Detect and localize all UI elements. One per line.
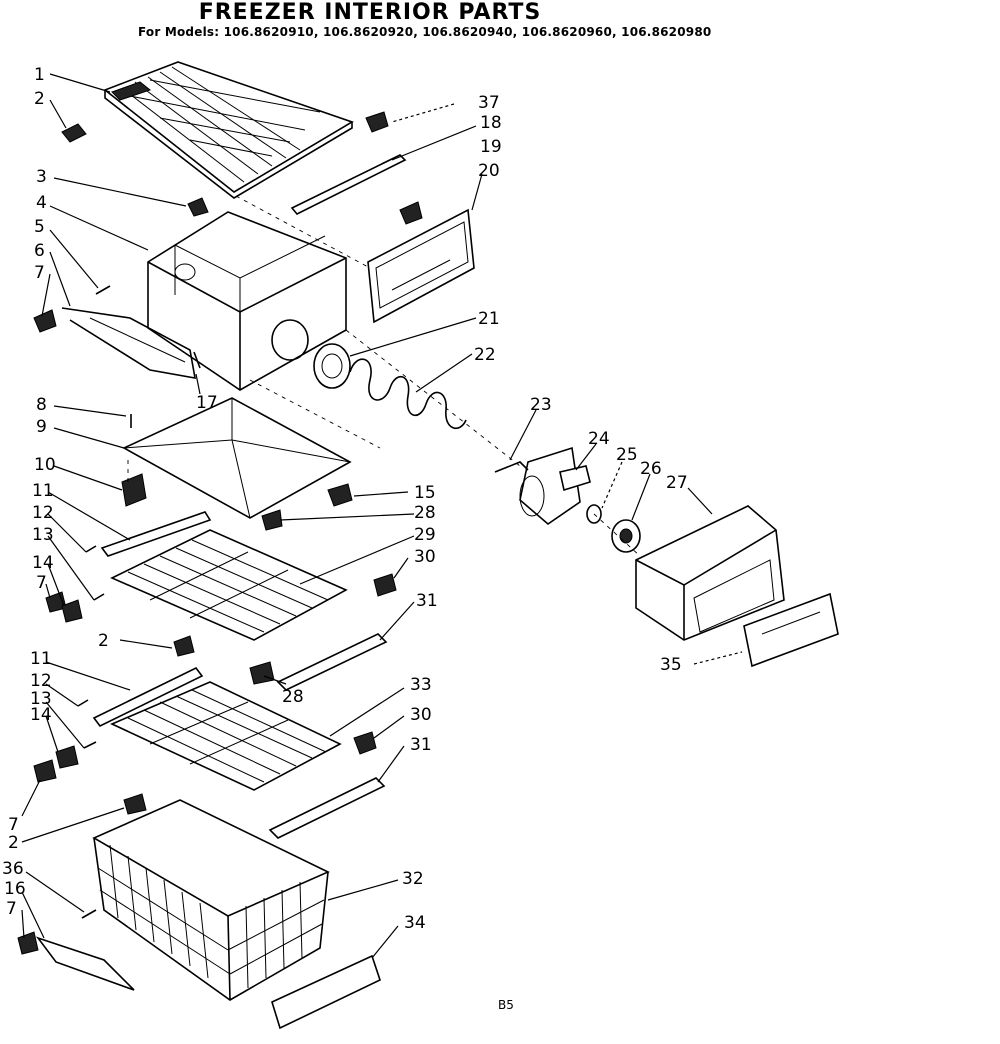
- auger-spring: [349, 358, 467, 430]
- alignment-lines: [127, 195, 641, 557]
- callout-1: 1: [34, 65, 45, 85]
- callout-23: 23: [530, 395, 552, 415]
- callout-2-b: 2: [98, 631, 109, 651]
- callout-2-c: 2: [8, 833, 19, 853]
- callout-13-b: 13: [30, 689, 52, 709]
- callout-31-b: 31: [410, 735, 432, 755]
- callout-24: 24: [588, 429, 610, 449]
- callout-8: 8: [36, 395, 47, 415]
- callout-7-b: 7: [36, 573, 47, 593]
- callout-32: 32: [402, 869, 424, 889]
- callout-30: 30: [414, 547, 436, 567]
- callout-7: 7: [34, 263, 45, 283]
- callout-31: 31: [416, 591, 438, 611]
- drip-pan: [122, 397, 352, 519]
- drive-motor: [494, 446, 591, 526]
- callout-17: 17: [196, 393, 218, 413]
- callout-28-b: 28: [282, 687, 304, 707]
- callout-labels: 1 2 3 4 5 6 7 17 8 9 10 11 12 13 14 7 2 …: [2, 65, 688, 933]
- callout-22: 22: [474, 345, 496, 365]
- callout-21: 21: [478, 309, 500, 329]
- leader-lines: [21, 73, 743, 959]
- callout-11: 11: [32, 481, 54, 501]
- basket-handle: [35, 936, 135, 991]
- callout-6: 6: [34, 241, 45, 261]
- callout-35: 35: [660, 655, 682, 675]
- freezer-basket: [92, 799, 330, 1001]
- callout-2: 2: [34, 89, 45, 109]
- callout-28: 28: [414, 503, 436, 523]
- middle-shelf-upper: [110, 529, 348, 641]
- callout-36: 36: [2, 859, 24, 879]
- callout-30-b: 30: [410, 705, 432, 725]
- basket-front-trim: [271, 954, 381, 1030]
- callout-4: 4: [36, 193, 47, 213]
- callout-26: 26: [640, 459, 662, 479]
- page-code: B5: [498, 998, 514, 1012]
- callout-5: 5: [34, 217, 45, 237]
- callout-3: 3: [36, 167, 47, 187]
- front-panel: [367, 208, 475, 324]
- callout-14-b: 14: [30, 705, 52, 725]
- callout-13: 13: [32, 525, 54, 545]
- shelf-trim-upper: [276, 633, 388, 691]
- callout-15: 15: [414, 483, 436, 503]
- callout-7-c: 7: [8, 815, 19, 835]
- model-numbers: For Models: 106.8620910, 106.8620920, 10…: [138, 25, 712, 39]
- motor-bearing: [611, 519, 641, 553]
- dispenser-label-plate: [743, 592, 839, 668]
- callout-20: 20: [478, 161, 500, 181]
- callout-19: 19: [480, 137, 502, 157]
- callout-29: 29: [414, 525, 436, 545]
- top-shelf: [103, 61, 354, 199]
- callout-11-b: 11: [30, 649, 52, 669]
- screw: [17, 111, 423, 955]
- shelf-rail-lower: [92, 666, 204, 728]
- cover-strip: [290, 154, 407, 215]
- diagram-title: FREEZER INTERIOR PARTS: [198, 0, 542, 25]
- drive-gear: [313, 343, 351, 389]
- callout-12: 12: [32, 503, 54, 523]
- callout-12-b: 12: [30, 671, 52, 691]
- callout-33: 33: [410, 675, 432, 695]
- callout-18: 18: [480, 113, 502, 133]
- shelf-rail-upper: [100, 511, 212, 557]
- callout-25: 25: [616, 445, 638, 465]
- callout-37: 37: [478, 93, 500, 113]
- dispenser-housing: [635, 505, 785, 641]
- middle-shelf-lower: [110, 681, 342, 791]
- callout-7-d: 7: [6, 899, 17, 919]
- callout-14: 14: [32, 553, 54, 573]
- callout-16: 16: [4, 879, 26, 899]
- callout-9: 9: [36, 417, 47, 437]
- ice-bin-housing: [61, 211, 347, 391]
- callout-27: 27: [666, 473, 688, 493]
- callout-34: 34: [404, 913, 426, 933]
- callout-10: 10: [34, 455, 56, 475]
- shelf-trim-lower: [268, 777, 386, 839]
